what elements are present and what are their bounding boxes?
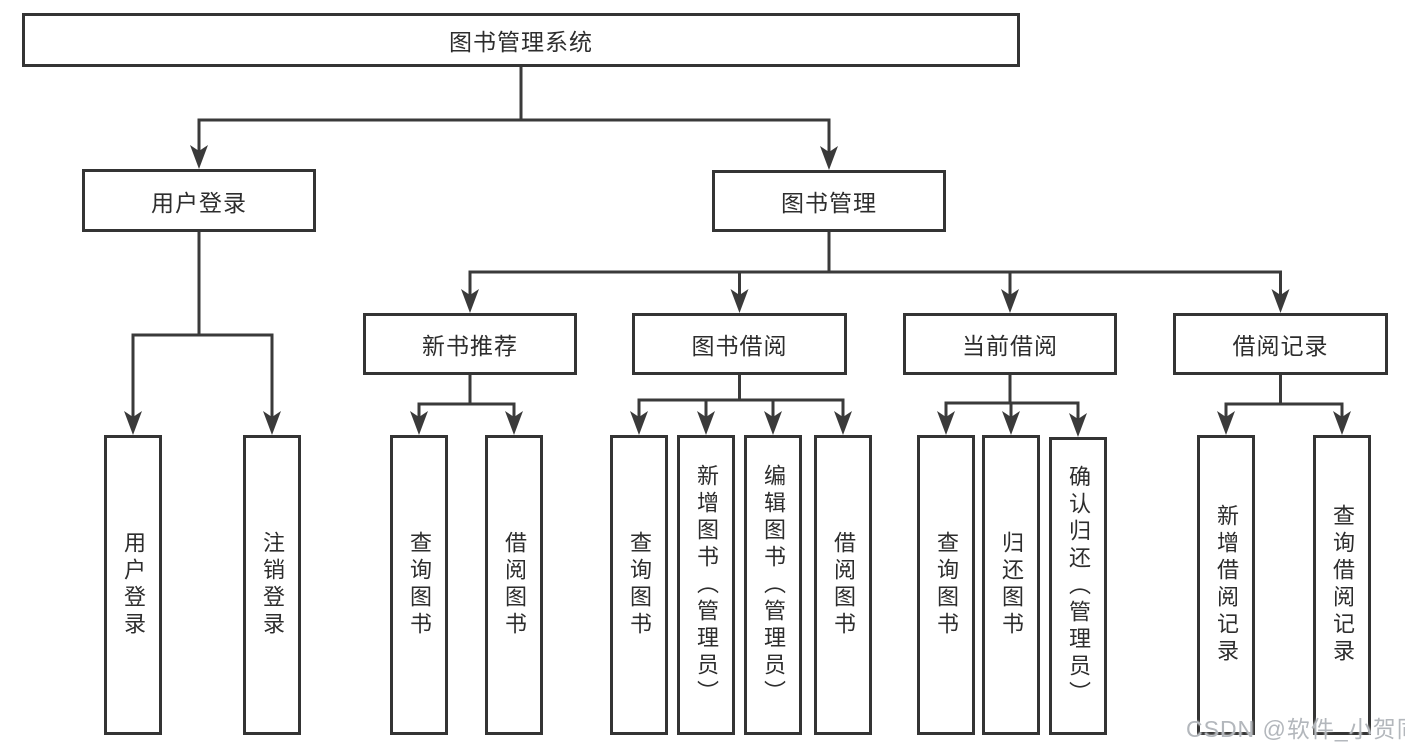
leaf-logout: 注销登录 — [243, 435, 301, 735]
leaf-return-books: 归还图书 — [982, 435, 1040, 735]
leaf-edit-book-admin: 编辑图书（管理员） — [744, 435, 802, 735]
node-current-borrowing: 当前借阅 — [903, 313, 1117, 375]
leaf-confirm-return-admin: 确认归还（管理员） — [1049, 437, 1107, 735]
leaf-borrow-books-borrowing: 借阅图书 — [814, 435, 872, 735]
node-user-login-branch: 用户登录 — [82, 169, 316, 232]
leaf-user-login: 用户登录 — [104, 435, 162, 735]
leaf-query-books-recommend: 查询图书 — [390, 435, 448, 735]
watermark: CSDN @软件_小贺同学 — [1186, 716, 1405, 742]
leaf-query-borrow-record: 查询借阅记录 — [1313, 435, 1371, 735]
leaf-borrow-books-recommend: 借阅图书 — [485, 435, 543, 735]
leaf-query-books-borrowing: 查询图书 — [610, 435, 668, 735]
node-borrowing-records: 借阅记录 — [1173, 313, 1388, 375]
node-new-book-recommendation: 新书推荐 — [363, 313, 577, 375]
leaf-add-book-admin: 新增图书（管理员） — [677, 435, 735, 735]
node-book-management-branch: 图书管理 — [712, 170, 946, 232]
node-book-borrowing: 图书借阅 — [632, 313, 847, 375]
node-library-management-system: 图书管理系统 — [22, 13, 1020, 67]
leaf-query-books-current: 查询图书 — [917, 435, 975, 735]
leaf-add-borrow-record: 新增借阅记录 — [1197, 435, 1255, 735]
